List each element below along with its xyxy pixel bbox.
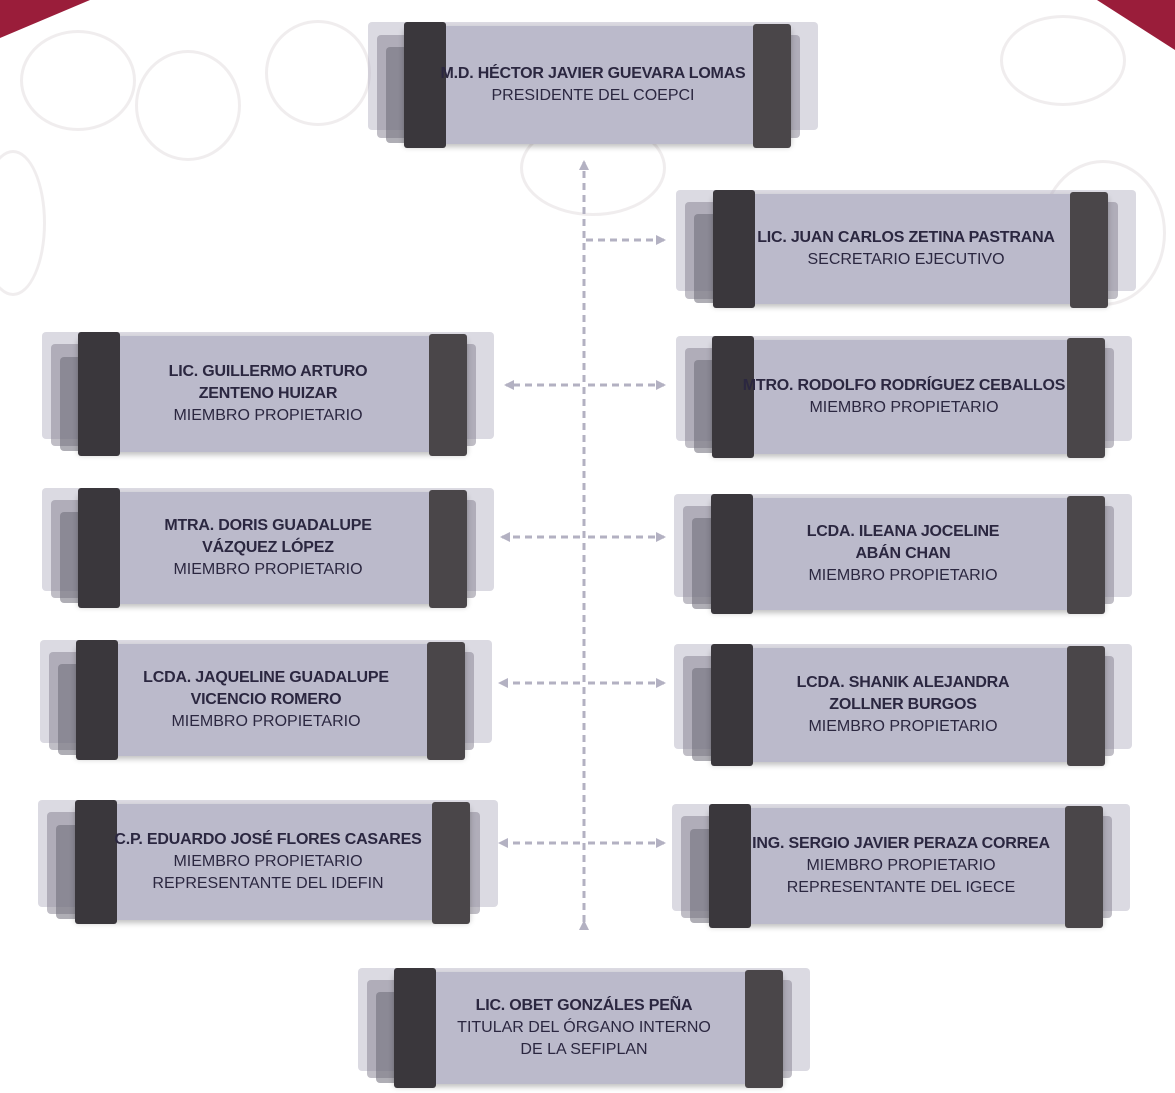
president-name: M.D. HÉCTOR JAVIER GUEVARA LOMAS [440,65,746,82]
member-role: MIEMBRO PROPIETARIO [808,718,998,735]
card-member-left: C.P. EDUARDO JOSÉ FLORES CASARES MIEMBRO… [38,800,498,924]
card-member-left: MTRA. DORIS GUADALUPE VÁZQUEZ LÓPEZ MIEM… [42,488,494,608]
card-member-left: LCDA. JAQUELINE GUADALUPE VICENCIO ROMER… [40,640,492,760]
comptroller-name: LIC. OBET GONZÁLES PEÑA [475,997,693,1014]
member-name-line1: C.P. EDUARDO JOSÉ FLORES CASARES [114,831,422,848]
card-member-right: ING. SERGIO JAVIER PERAZA CORREA MIEMBRO… [672,804,1130,928]
member-role: MIEMBRO PROPIETARIO [173,561,363,578]
member-name-line1: LIC. GUILLERMO ARTURO [168,363,368,380]
member-role: MIEMBRO PROPIETARIO [173,853,363,870]
member-representation: REPRESENTANTE DEL IDEFIN [152,875,384,892]
member-name-line2: ZENTENO HUIZAR [198,385,338,402]
member-name-line1: MTRA. DORIS GUADALUPE [164,517,372,534]
background-glyph [265,20,371,126]
member-role: MIEMBRO PROPIETARIO [173,407,363,424]
member-name-line2: ZOLLNER BURGOS [829,696,977,713]
card-member-right: LCDA. SHANIK ALEJANDRA ZOLLNER BURGOS MI… [674,644,1132,766]
card-internal-control: LIC. OBET GONZÁLES PEÑA TITULAR DEL ÓRGA… [358,968,810,1088]
card-member-right: LCDA. ILEANA JOCELINE ABÁN CHAN MIEMBRO … [674,494,1132,614]
member-name-line1: LCDA. ILEANA JOCELINE [806,523,1000,540]
card-president: M.D. HÉCTOR JAVIER GUEVARA LOMAS PRESIDE… [368,22,818,148]
member-name-line2: VÁZQUEZ LÓPEZ [202,539,334,556]
card-member-right: MTRO. RODOLFO RODRÍGUEZ CEBALLOS MIEMBRO… [676,336,1132,458]
member-name-line1: ING. SERGIO JAVIER PERAZA CORREA [752,835,1050,852]
member-name-line1: LCDA. JAQUELINE GUADALUPE [143,669,389,686]
comptroller-role-line2: DE LA SEFIPLAN [520,1041,648,1058]
comptroller-role-line1: TITULAR DEL ÓRGANO INTERNO [457,1019,711,1036]
member-name-line1: MTRO. RODOLFO RODRÍGUEZ CEBALLOS [742,377,1066,394]
background-glyph [1000,15,1126,106]
secretary-role: SECRETARIO EJECUTIVO [807,251,1005,268]
member-representation: REPRESENTANTE DEL IGECE [786,879,1016,896]
member-role: MIEMBRO PROPIETARIO [171,713,361,730]
president-role: PRESIDENTE DEL COEPCI [491,87,695,104]
member-role: MIEMBRO PROPIETARIO [806,857,996,874]
member-name-line2: ABÁN CHAN [855,545,951,562]
card-member-left: LIC. GUILLERMO ARTURO ZENTENO HUIZAR MIE… [42,332,494,456]
background-glyph [20,30,136,131]
member-role: MIEMBRO PROPIETARIO [808,567,998,584]
secretary-name: LIC. JUAN CARLOS ZETINA PASTRANA [757,229,1055,246]
card-secretary: LIC. JUAN CARLOS ZETINA PASTRANA SECRETA… [676,190,1136,308]
member-name-line2: VICENCIO ROMERO [190,691,342,708]
member-role: MIEMBRO PROPIETARIO [809,399,999,416]
background-glyph [135,50,241,161]
member-name-line1: LCDA. SHANIK ALEJANDRA [796,674,1010,691]
